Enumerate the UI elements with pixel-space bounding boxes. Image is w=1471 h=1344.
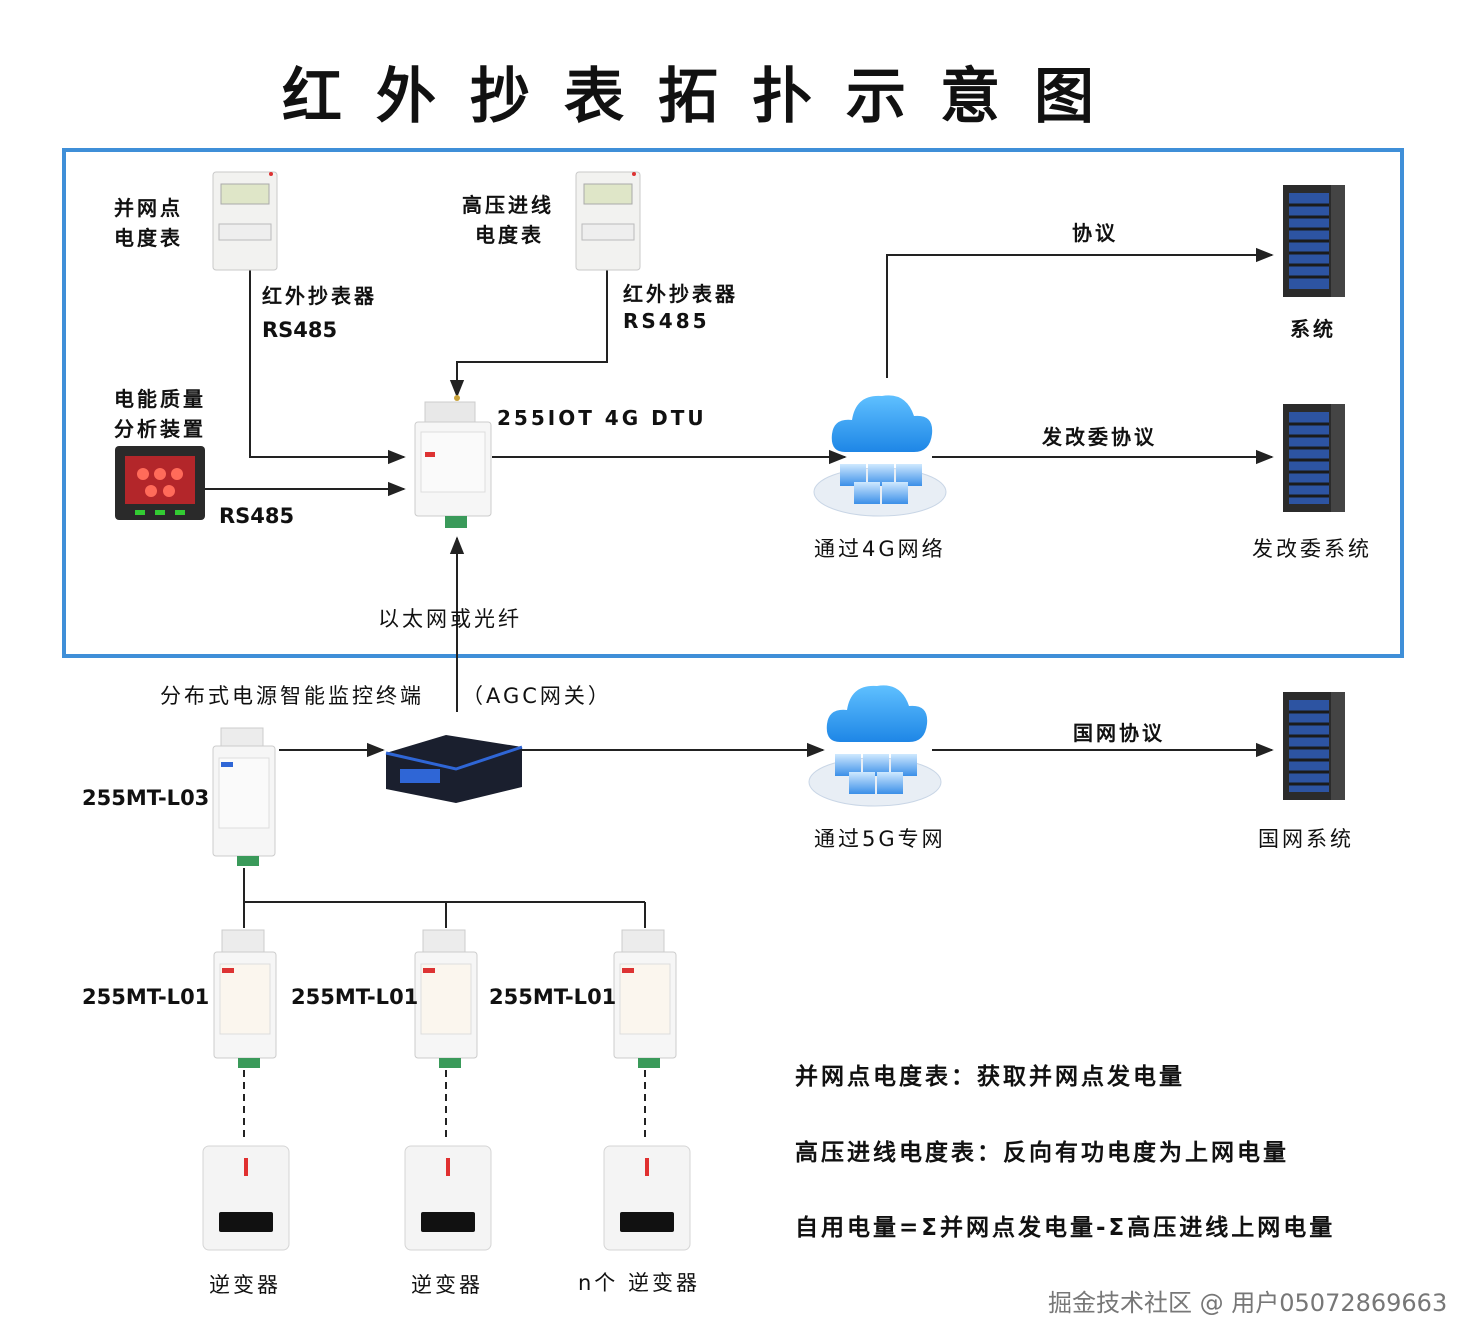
- ir-reader-2-proto: RS485: [623, 309, 710, 333]
- electricity-meter-icon: [212, 171, 278, 271]
- din-module-icon: [613, 929, 677, 1068]
- ir-reader-1-proto: RS485: [262, 318, 338, 342]
- pq-analyzer-label-2: 分析装置: [114, 417, 206, 441]
- 4g-network-frame: [62, 148, 1404, 658]
- meter-grid-label-2: 电度表: [114, 226, 183, 250]
- power-quality-analyzer-icon: [115, 446, 205, 520]
- inverter-icon: [202, 1145, 290, 1251]
- server-grid-label: 国网系统: [1258, 827, 1354, 851]
- dtu-device-icon: [414, 395, 492, 528]
- module-l01-label: 255MT-L01: [82, 985, 210, 1009]
- module-l01-label: 255MT-L01: [291, 985, 419, 1009]
- cloud-4g-label: 通过4G网络: [814, 537, 946, 561]
- inverter-label: 逆变器: [209, 1273, 281, 1297]
- pq-analyzer-label-1: 电能质量: [114, 387, 206, 411]
- note-self-consumption: 自用电量=Σ并网点发电量-Σ高压进线上网电量: [795, 1215, 1336, 1241]
- ir-reader-1-label: 红外抄表器: [262, 284, 377, 308]
- meter-hv-label-2: 电度表: [475, 223, 544, 247]
- server-rack-icon: [1283, 692, 1345, 800]
- line-meter1-to-dtu: [249, 270, 406, 465]
- dashed-links: [243, 1070, 646, 1142]
- meter-grid-label-1: 并网点: [114, 196, 183, 220]
- din-module-icon: [414, 929, 478, 1068]
- server-system-label: 系统: [1290, 317, 1336, 341]
- note-grid-meter: 并网点电度表：获取并网点发电量: [795, 1064, 1185, 1090]
- inverter-label: 逆变器: [411, 1273, 483, 1297]
- module-l01-label: 255MT-L01: [489, 985, 617, 1009]
- dtu-label: 255IOT 4G DTU: [497, 406, 707, 430]
- module-l03-label: 255MT-L03: [82, 786, 210, 810]
- din-module-icon: [213, 929, 277, 1068]
- bus-l03-to-l01: [243, 868, 646, 928]
- gateway-icon: [385, 735, 523, 803]
- agc-gateway-label: （AGC网关）: [462, 684, 612, 708]
- ir-reader-2-label: 红外抄表器: [623, 282, 738, 306]
- terminal-label: 分布式电源智能监控终端: [160, 684, 424, 708]
- meter-hv-label-1: 高压进线: [462, 193, 554, 217]
- cloud-network-icon: [813, 395, 947, 517]
- note-hv-meter: 高压进线电度表：反向有功电度为上网电量: [795, 1140, 1289, 1166]
- line-cloud4g-to-system: [886, 247, 1274, 378]
- page-title: 红外抄表拓扑示意图: [282, 62, 1128, 132]
- server-ndrc-label: 发改委系统: [1252, 537, 1372, 561]
- din-module-icon: [212, 727, 276, 866]
- watermark: 掘金技术社区 @ 用户05072869663: [1048, 1289, 1448, 1317]
- inverter-icon: [603, 1145, 691, 1251]
- pq-analyzer-proto: RS485: [219, 504, 295, 528]
- cloud-network-icon: [808, 685, 942, 807]
- server-rack-icon: [1283, 185, 1345, 297]
- server-rack-icon: [1283, 404, 1345, 512]
- inverter-label: n个 逆变器: [578, 1271, 700, 1295]
- connection-lines: [205, 247, 1274, 928]
- link-grid-protocol-label: 国网协议: [1073, 721, 1165, 745]
- inverter-icon: [404, 1145, 492, 1251]
- electricity-meter-icon: [575, 171, 641, 271]
- line-meter2-to-dtu: [449, 270, 608, 398]
- link-ndrc-protocol-label: 发改委协议: [1042, 425, 1157, 449]
- link-protocol-label: 协议: [1072, 221, 1118, 245]
- ethernet-label: 以太网或光纤: [378, 607, 522, 631]
- cloud-5g-label: 通过5G专网: [814, 827, 946, 851]
